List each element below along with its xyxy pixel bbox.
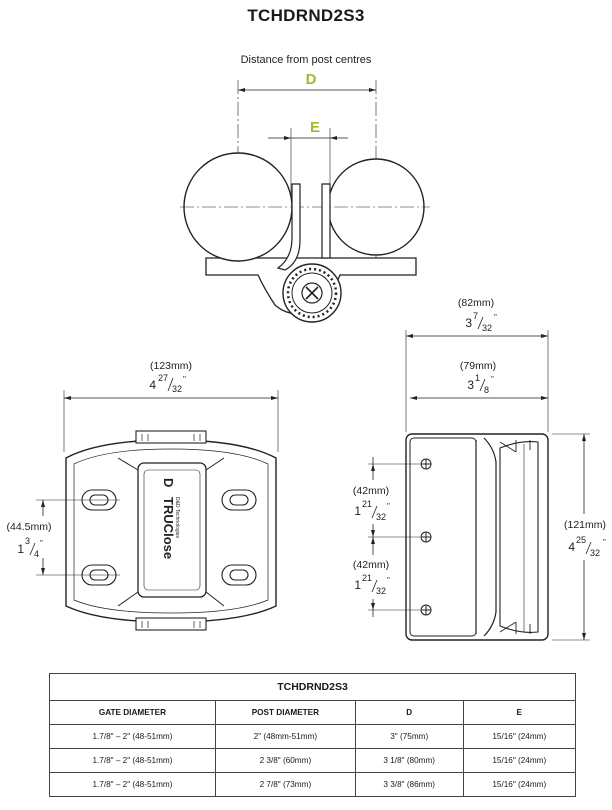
top-view: Distance from post centres D E xyxy=(180,54,430,323)
table-cell: 2 7/8" (73mm) xyxy=(214,772,356,797)
front-width-in-whole: 4 xyxy=(149,378,156,392)
front-width-in-den: 32 xyxy=(172,384,182,394)
front-height-mm: (44.5mm) xyxy=(7,521,52,533)
table-cell: 1.7/8" – 2" (48-51mm) xyxy=(49,748,216,773)
side-height-mm: (121mm) xyxy=(564,519,606,531)
front-height-in-den: 4 xyxy=(34,549,39,559)
side-hole2-mm: (42mm) xyxy=(353,559,389,571)
front-height-in-whole: 1 xyxy=(17,542,24,556)
top-view-caption: Distance from post centres xyxy=(241,54,372,66)
dimension-d-label: D xyxy=(306,71,317,88)
mounting-holes xyxy=(420,458,432,616)
brand-logo-icon: D xyxy=(161,478,176,487)
table-header-row: GATE DIAMETER POST DIAMETER D E xyxy=(49,700,577,725)
table-cell: 15/16" (24mm) xyxy=(462,724,577,749)
side-height-whole: 4 xyxy=(568,540,575,554)
table-header: GATE DIAMETER xyxy=(49,700,216,725)
table-title: TCHDRND2S3 xyxy=(49,673,576,701)
side-inner-width-den: 8 xyxy=(484,385,489,395)
svg-text:": " xyxy=(491,375,494,384)
table-cell: 2" (48mm-51mm) xyxy=(214,724,356,749)
table-row: 1.7/8" – 2" (48-51mm) 2 3/8" (60mm) 3 1/… xyxy=(49,748,577,773)
side-outer-width-den: 32 xyxy=(482,323,492,333)
brand-text: TRUClose xyxy=(161,497,176,559)
table-cell: 1.7/8" – 2" (48-51mm) xyxy=(49,724,216,749)
page-title: TCHDRND2S3 xyxy=(247,6,365,25)
side-outer-width-num: 7 xyxy=(473,311,478,321)
table-header: POST DIAMETER xyxy=(214,700,356,725)
spec-table: TCHDRND2S3 GATE DIAMETER POST DIAMETER D… xyxy=(49,673,577,797)
side-inner-width-whole: 3 xyxy=(467,378,474,392)
table-cell: 15/16" (24mm) xyxy=(462,772,577,797)
table-cell: 3 1/8" (80mm) xyxy=(354,748,464,773)
side-inner-width-num: 1 xyxy=(475,373,480,383)
table-cell: 3 3/8" (86mm) xyxy=(354,772,464,797)
front-width-in-num: 27 xyxy=(158,373,168,383)
brand-plate xyxy=(137,462,207,598)
front-height-in-num: 3 xyxy=(25,536,30,546)
table-cell: 3" (75mm) xyxy=(354,724,464,749)
side-hole2-num: 21 xyxy=(362,573,372,583)
side-hole1-mm: (42mm) xyxy=(353,485,389,497)
table-row: 1.7/8" – 2" (48-51mm) 2 7/8" (73mm) 3 3/… xyxy=(49,772,577,797)
table-header: E xyxy=(462,700,577,725)
side-outer-width-mm: (82mm) xyxy=(458,297,494,309)
svg-text:": " xyxy=(40,539,43,548)
svg-text:": " xyxy=(387,576,390,585)
svg-text:": " xyxy=(387,502,390,511)
table-header: D xyxy=(354,700,464,725)
table-cell: 15/16" (24mm) xyxy=(462,748,577,773)
side-outer-width-whole: 3 xyxy=(465,316,472,330)
side-hole2-whole: 1 xyxy=(354,578,361,592)
dimension-e-label: E xyxy=(310,119,320,136)
brand-subtext: D&D Technologies xyxy=(174,497,180,539)
side-hole1-whole: 1 xyxy=(354,504,361,518)
side-hole1-num: 21 xyxy=(362,499,372,509)
front-width-mm: (123mm) xyxy=(150,360,192,372)
table-cell: 1.7/8" – 2" (48-51mm) xyxy=(49,772,216,797)
svg-text:": " xyxy=(494,313,497,322)
side-height-num: 25 xyxy=(576,535,586,545)
table-cell: 2 3/8" (60mm) xyxy=(214,748,356,773)
svg-text:": " xyxy=(183,375,186,384)
svg-text:": " xyxy=(603,538,606,547)
side-height-den: 32 xyxy=(590,548,600,558)
front-view: (123mm) 4 27 32 " D TRUClose D&D Techn xyxy=(4,360,279,631)
side-view: (82mm) 3 7 32 " (79mm) 3 1 8 " xyxy=(342,297,612,641)
side-inner-width-mm: (79mm) xyxy=(460,360,496,372)
table-row: 1.7/8" – 2" (48-51mm) 2" (48mm-51mm) 3" … xyxy=(49,724,577,749)
side-hole1-den: 32 xyxy=(376,512,386,522)
side-hole2-den: 32 xyxy=(376,586,386,596)
